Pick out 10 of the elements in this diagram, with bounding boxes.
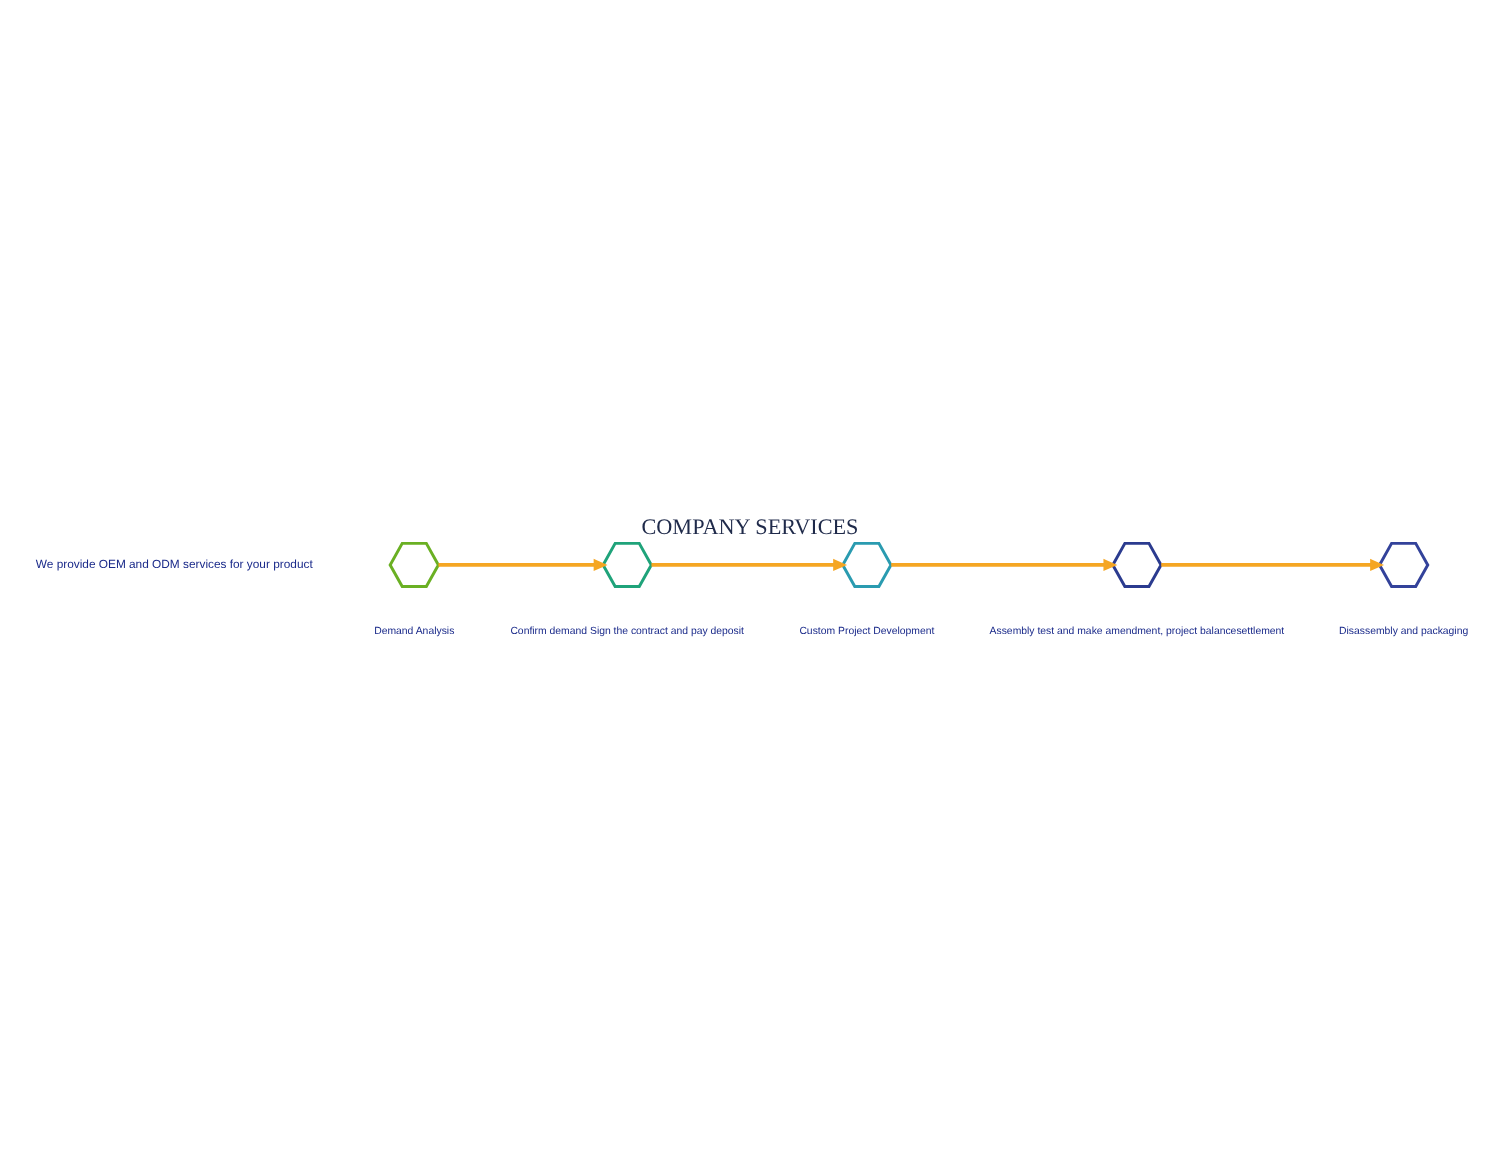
node-hexagon xyxy=(841,541,893,588)
arrow xyxy=(1161,558,1385,571)
arrow xyxy=(651,558,848,571)
node-hexagon xyxy=(601,541,654,588)
arrow xyxy=(891,558,1118,571)
node-hexagon xyxy=(1111,541,1163,588)
arrow xyxy=(438,558,608,571)
node-hexagon xyxy=(388,541,441,588)
node-hexagon xyxy=(1377,541,1430,588)
diagram-title: COMPANY SERVICES xyxy=(641,515,859,540)
